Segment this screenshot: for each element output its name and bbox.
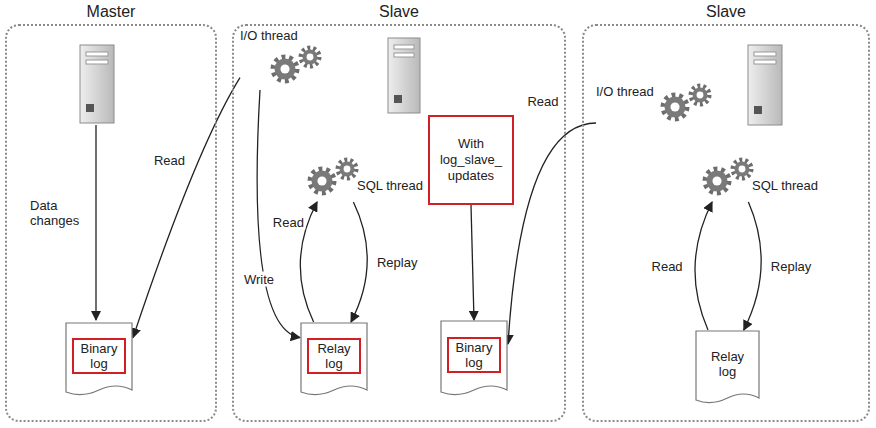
edge-label: Read xyxy=(271,215,306,230)
thread-name: I/O thread xyxy=(240,28,298,44)
log-name: Relay log xyxy=(307,338,361,374)
panel-title: Master xyxy=(7,3,215,21)
flow-arrow xyxy=(471,205,474,320)
edge-label: Read xyxy=(650,259,685,274)
gear-icon xyxy=(658,80,714,126)
server-icon xyxy=(80,45,114,123)
edge-label: Replay xyxy=(375,255,419,270)
edge-label: Replay xyxy=(769,259,813,274)
thread-name: I/O thread xyxy=(596,84,654,100)
thread-node: SQL thread xyxy=(305,150,426,202)
thread-node: I/O thread xyxy=(596,78,716,128)
log-document: Binary log xyxy=(65,322,133,400)
panel-title: Slave xyxy=(584,3,868,21)
log-name: Relay log xyxy=(703,348,753,380)
flow-arrow xyxy=(695,202,712,330)
edge-label: Read xyxy=(525,93,560,108)
gear-icon xyxy=(700,154,756,200)
flow-arrow xyxy=(351,202,367,322)
edge-label: Write xyxy=(242,272,276,287)
annotation-label: Data changes xyxy=(30,198,90,228)
option-text: With log_slave_ updates xyxy=(435,136,507,184)
log-document: Binary log xyxy=(440,320,508,400)
log-name: Binary log xyxy=(447,337,501,373)
gear-icon xyxy=(305,154,361,200)
flow-arrow xyxy=(133,78,240,338)
option-box: With log_slave_ updates xyxy=(428,115,514,205)
server-panel: SlaveI/O threadSQL threadRelay log xyxy=(582,24,870,422)
gear-icon xyxy=(268,42,324,88)
log-name: Binary log xyxy=(72,338,126,374)
server-icon xyxy=(748,45,782,125)
edge-label: Read xyxy=(152,152,187,167)
thread-name: SQL thread xyxy=(752,178,818,194)
server-icon xyxy=(388,38,420,113)
flow-arrow xyxy=(744,202,761,330)
panel-title: Slave xyxy=(234,3,564,21)
thread-node: SQL thread xyxy=(700,150,821,202)
data-change-arrow xyxy=(95,125,96,320)
log-document: Relay log xyxy=(695,330,760,408)
log-document: Relay log xyxy=(300,322,368,400)
thread-node: I/O thread xyxy=(240,28,340,90)
thread-name: SQL thread xyxy=(357,178,423,194)
